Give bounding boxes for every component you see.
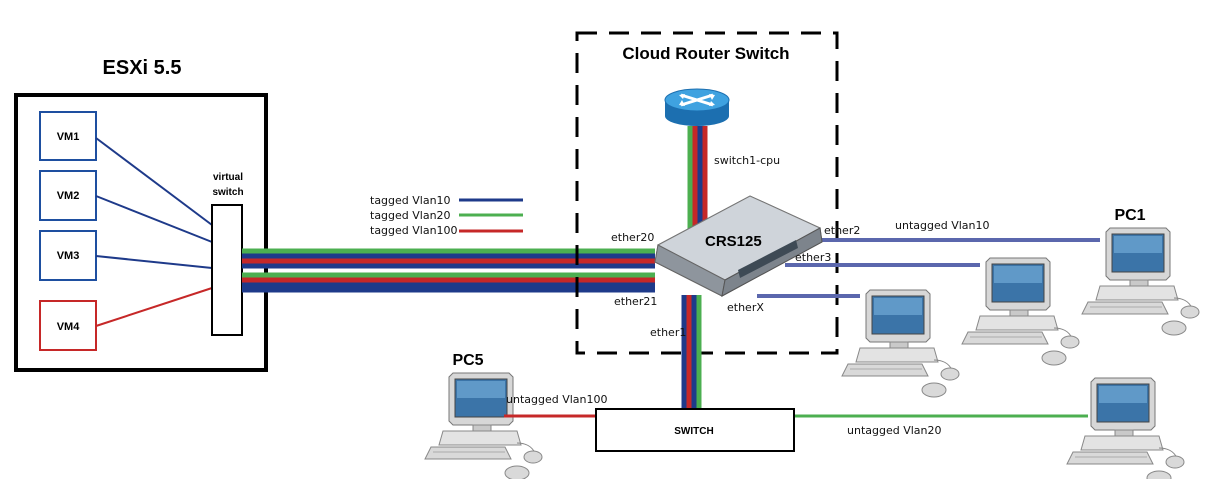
- trunk-ether20: [242, 248, 655, 269]
- pc-ether3-icon[interactable]: [961, 257, 1080, 366]
- legend-vlan10-label: tagged Vlan10: [370, 194, 451, 207]
- etherx-label: etherX: [727, 301, 764, 314]
- ether1-link: [681, 295, 702, 409]
- ether1-label: ether1: [650, 326, 686, 339]
- legend-vlan20-label: tagged Vlan20: [370, 209, 451, 222]
- vm1-label: VM1: [57, 131, 80, 143]
- crs-group-title: Cloud Router Switch: [622, 44, 789, 63]
- ether3-label: ether3: [795, 251, 831, 264]
- vm2-label: VM2: [57, 190, 80, 202]
- ether21-label: ether21: [614, 295, 657, 308]
- vm3-box[interactable]: [39, 230, 97, 281]
- vm4-label: VM4: [57, 321, 81, 333]
- vm2-box[interactable]: [39, 170, 97, 221]
- crs-group-box: [575, 31, 839, 355]
- untagged-vlan10-label: untagged Vlan10: [895, 219, 990, 232]
- trunk-ether21: [242, 272, 655, 293]
- untagged-vlan100-label: untagged Vlan100: [506, 393, 608, 406]
- vswitch-label-line1: virtual: [213, 172, 243, 183]
- pc-vlan20-icon[interactable]: [1066, 377, 1185, 479]
- untagged-vlan20-label: untagged Vlan20: [847, 424, 942, 437]
- esxi-title: ESXi 5.5: [103, 57, 182, 79]
- virtual-switch[interactable]: [211, 204, 243, 336]
- vm1-link: [95, 137, 213, 226]
- vlan-legend: tagged Vlan10 tagged Vlan20 tagged Vlan1…: [370, 194, 523, 237]
- vm3-link: [95, 255, 213, 269]
- vm3-label: VM3: [57, 250, 80, 262]
- vswitch-label-line2: switch: [212, 187, 243, 198]
- pc5-label: PC5: [452, 352, 483, 369]
- ether2-label: ether2: [824, 224, 860, 237]
- vm2-link: [95, 195, 213, 243]
- crs125-device[interactable]: [654, 195, 823, 297]
- legend-vlan100-label: tagged Vlan100: [370, 224, 458, 237]
- pc1-label: PC1: [1114, 207, 1145, 224]
- switch-label: SWITCH: [674, 426, 713, 437]
- cpu-port-label: switch1-cpu: [714, 154, 780, 167]
- pc5-icon[interactable]: [424, 372, 543, 479]
- crs125-label: CRS125: [705, 233, 762, 250]
- pc-etherx-icon[interactable]: [841, 289, 960, 398]
- vm1-box[interactable]: [39, 111, 97, 161]
- switch-box[interactable]: [595, 408, 795, 452]
- vm4-box[interactable]: [39, 300, 97, 351]
- ether20-label: ether20: [611, 231, 654, 244]
- cpu-uplink: [687, 126, 708, 232]
- vm-links: [95, 137, 213, 327]
- vm4-link: [95, 287, 213, 327]
- router-icon[interactable]: [664, 88, 730, 126]
- pc1-icon[interactable]: [1081, 227, 1200, 336]
